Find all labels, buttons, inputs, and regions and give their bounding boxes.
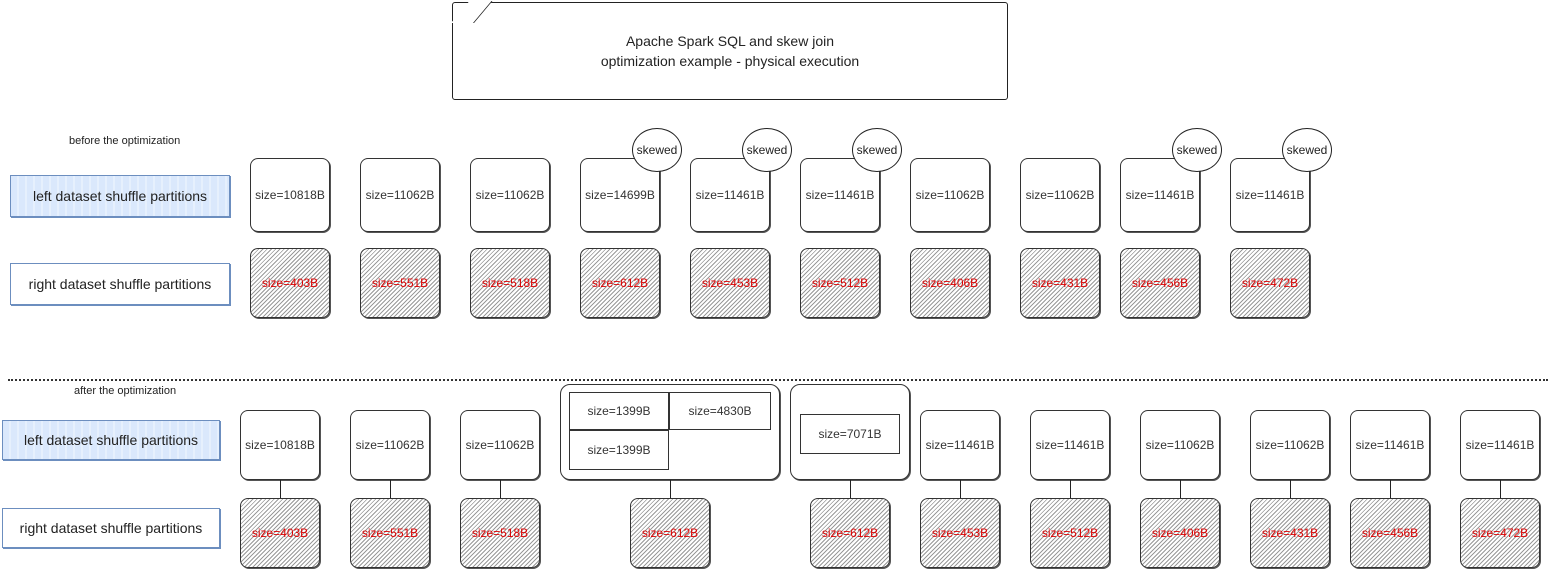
right-partition: size=456B [1120,248,1200,318]
right-partition: size=403B [250,248,330,318]
before-left-row-label: left dataset shuffle partitions [10,175,230,217]
right-partition: size=431B [1250,498,1330,568]
after-left-row-label: left dataset shuffle partitions [2,420,220,460]
right-partition: size=453B [690,248,770,318]
after-right-row-label: right dataset shuffle partitions [2,508,220,548]
left-partition: size=11062B [1140,410,1220,480]
join-connector [1390,480,1391,498]
title-line-2: optimization example - physical executio… [600,53,860,69]
split-subpartition: size=1399B [569,430,669,470]
right-partition: size=612B [630,498,710,568]
right-partition: size=472B [1460,498,1540,568]
skewed-badge: skewed [632,128,682,172]
left-partition: size=11461B [1350,410,1430,480]
join-connector [1180,480,1181,498]
left-partition: size=11461B [1030,410,1110,480]
right-partition: size=406B [910,248,990,318]
diagram-title: Apache Spark SQL and skew join optimizat… [452,2,1008,100]
left-partition: size=11062B [460,410,540,480]
right-partition: size=518B [460,498,540,568]
right-partition: size=612B [810,498,890,568]
split-subpartition: size=1399B [569,392,669,430]
right-partition: size=406B [1140,498,1220,568]
right-partition: size=431B [1020,248,1100,318]
join-connector [850,480,851,498]
left-partition: size=11062B [1250,410,1330,480]
join-connector [670,480,671,498]
join-connector [280,480,281,498]
right-partition: size=453B [920,498,1000,568]
left-partition: size=10818B [250,158,330,232]
right-partition: size=551B [350,498,430,568]
right-partition: size=456B [1350,498,1430,568]
right-partition: size=612B [580,248,660,318]
left-partition: size=11461B [920,410,1000,480]
left-partition: size=11062B [910,158,990,232]
left-partition: size=11062B [360,158,440,232]
join-connector [1290,480,1291,498]
join-connector [1070,480,1071,498]
skewed-badge: skewed [742,128,792,172]
split-subpartition: size=7071B [800,414,900,454]
left-partition: size=11062B [350,410,430,480]
right-partition: size=551B [360,248,440,318]
right-partition: size=403B [240,498,320,568]
left-partition: size=10818B [240,410,320,480]
right-partition: size=512B [1030,498,1110,568]
join-connector [500,480,501,498]
split-subpartition: size=4830B [669,392,771,430]
join-connector [1500,480,1501,498]
right-partition: size=518B [470,248,550,318]
join-connector [960,480,961,498]
right-partition: size=472B [1230,248,1310,318]
skewed-badge: skewed [1282,128,1332,172]
left-partition: size=11062B [1020,158,1100,232]
before-section-label: before the optimization [69,135,181,147]
title-line-1: Apache Spark SQL and skew join [625,33,835,49]
after-section-label: after the optimization [74,385,177,397]
before-right-row-label: right dataset shuffle partitions [10,263,230,305]
join-connector [390,480,391,498]
section-divider [8,379,1548,381]
skewed-badge: skewed [1172,128,1222,172]
left-partition: size=11062B [470,158,550,232]
left-partition: size=14699B [580,158,660,232]
left-partition: size=11461B [1460,410,1540,480]
right-partition: size=512B [800,248,880,318]
skewed-badge: skewed [852,128,902,172]
